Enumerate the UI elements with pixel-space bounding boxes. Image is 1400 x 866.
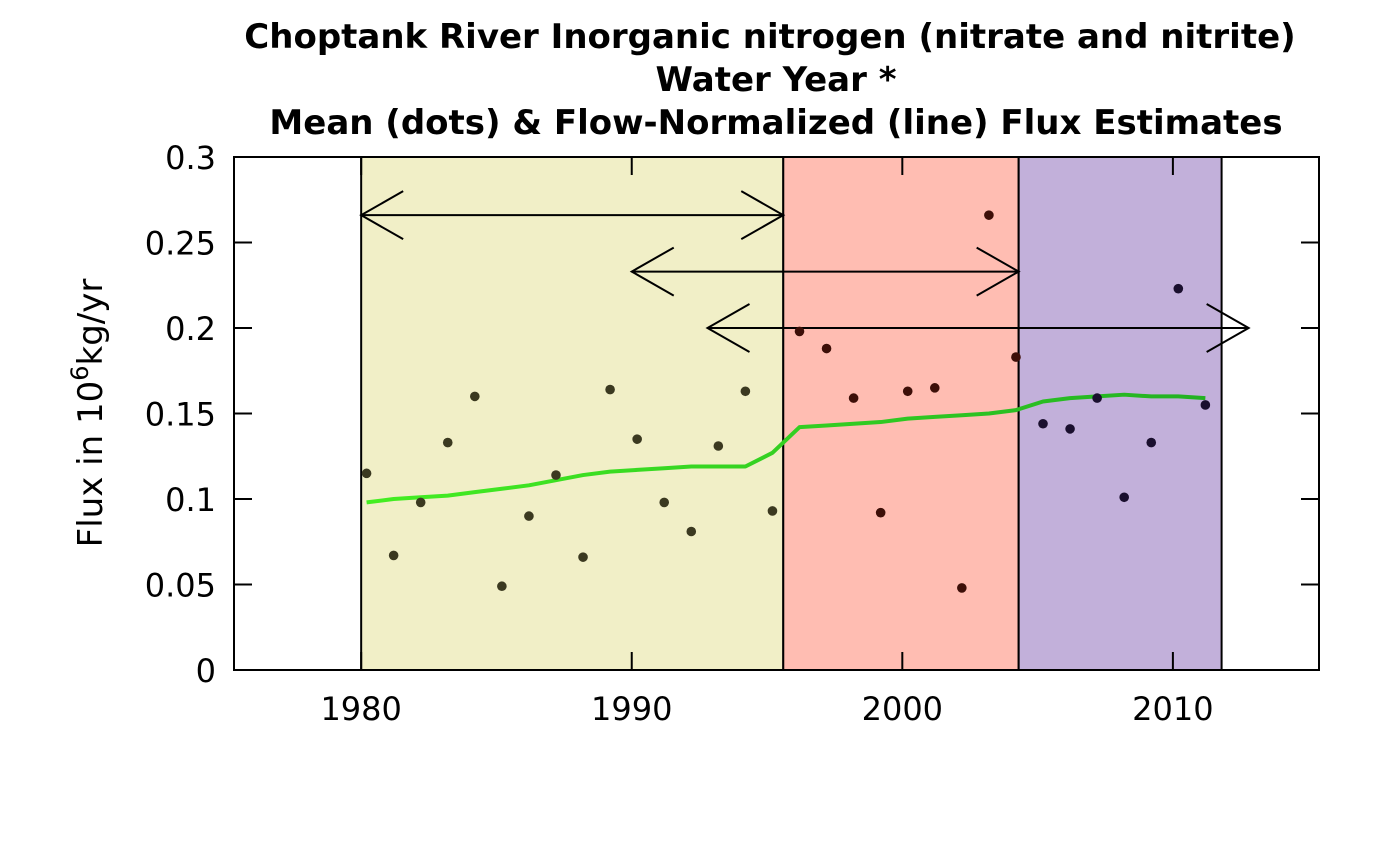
mean-flux-dot — [767, 506, 778, 516]
mean-flux-dots — [361, 210, 1211, 593]
tick-labels: 0 0.05 0.1 0.15 0.2 0.25 0.3 1980 1990 2000 2010 — [145, 139, 1214, 728]
mean-flux-dot — [497, 581, 507, 592]
mean-flux-dot — [1119, 492, 1129, 503]
mean-flux-dot — [929, 383, 940, 393]
window-arrow-1 — [359, 190, 786, 241]
mean-flux-dot — [794, 326, 805, 337]
mean-flux-dot — [1146, 437, 1157, 448]
y-axis-label-suffix: kg/yr — [71, 279, 111, 366]
chart-title-line1: Choptank River Inorganic nitrogen (nitra… — [244, 17, 1295, 57]
mean-flux-dot — [605, 384, 615, 395]
mean-flux-dot — [821, 343, 832, 354]
y-tick-label: 0.15 — [145, 396, 216, 434]
y-tick-label: 0.05 — [145, 567, 216, 605]
y-tick-label: 0.2 — [165, 310, 216, 348]
arrow-head-right — [1206, 303, 1251, 353]
mean-flux-dot — [524, 511, 534, 521]
mean-flux-dot — [713, 441, 724, 451]
mean-flux-dot — [470, 391, 480, 402]
period-bands — [360, 156, 1223, 671]
mean-flux-dot — [957, 583, 967, 593]
period-band-3 — [1017, 156, 1223, 671]
mean-flux-dot — [848, 393, 859, 403]
mean-flux-dot — [415, 497, 426, 508]
arrow-head-left — [359, 190, 404, 241]
window-arrow-2 — [629, 246, 1021, 297]
mean-flux-dot — [1011, 352, 1021, 362]
mean-flux-dot — [442, 437, 453, 448]
y-axis-label-prefix: Flux in 10 — [71, 381, 111, 548]
period-band-1 — [360, 156, 785, 671]
mean-flux-dot — [1038, 418, 1048, 429]
arrow-head-right — [976, 246, 1021, 297]
flow-normalized-line — [366, 392, 1206, 505]
arrow-head-left — [629, 246, 675, 297]
x-tick-label: 1990 — [591, 690, 672, 728]
x-tick-label: 1980 — [320, 690, 401, 728]
chart-title-line3: Mean (dots) & Flow-Normalized (line) Flu… — [269, 103, 1282, 143]
mean-flux-dot — [875, 507, 886, 518]
mean-flux-dot — [1065, 424, 1075, 434]
mean-flux-dot — [578, 552, 588, 562]
mean-flux-dot — [686, 526, 697, 537]
mean-flux-dot — [1092, 393, 1102, 403]
mean-flux-dot — [632, 434, 642, 444]
chart-title-line2: Water Year * — [655, 60, 896, 100]
y-tick-label: 0.25 — [145, 225, 216, 263]
arrow-head-left — [705, 303, 750, 353]
x-tick-label: 2010 — [1132, 690, 1213, 728]
axes — [233, 156, 1320, 671]
y-tick-label: 0.3 — [165, 139, 216, 177]
y-axis-label-superscript: 6 — [66, 366, 94, 381]
mean-flux-dot — [1173, 283, 1184, 294]
y-axis-label: Flux in 106kg/yr — [66, 279, 111, 548]
mean-flux-dot — [551, 470, 561, 480]
moving-window-arrows — [359, 190, 1251, 353]
mean-flux-dot — [659, 497, 670, 508]
mean-flux-dot — [984, 210, 994, 220]
mean-flux-dot — [361, 468, 372, 479]
y-tick-label: 0.1 — [165, 481, 216, 519]
mean-flux-dot — [902, 386, 913, 397]
arrow-head-right — [740, 190, 786, 241]
y-tick-label: 0 — [196, 652, 216, 690]
mean-flux-dot — [388, 550, 399, 561]
mean-flux-dot — [1200, 400, 1211, 410]
x-tick-label: 2000 — [862, 690, 943, 728]
mean-flux-dot — [740, 386, 751, 397]
